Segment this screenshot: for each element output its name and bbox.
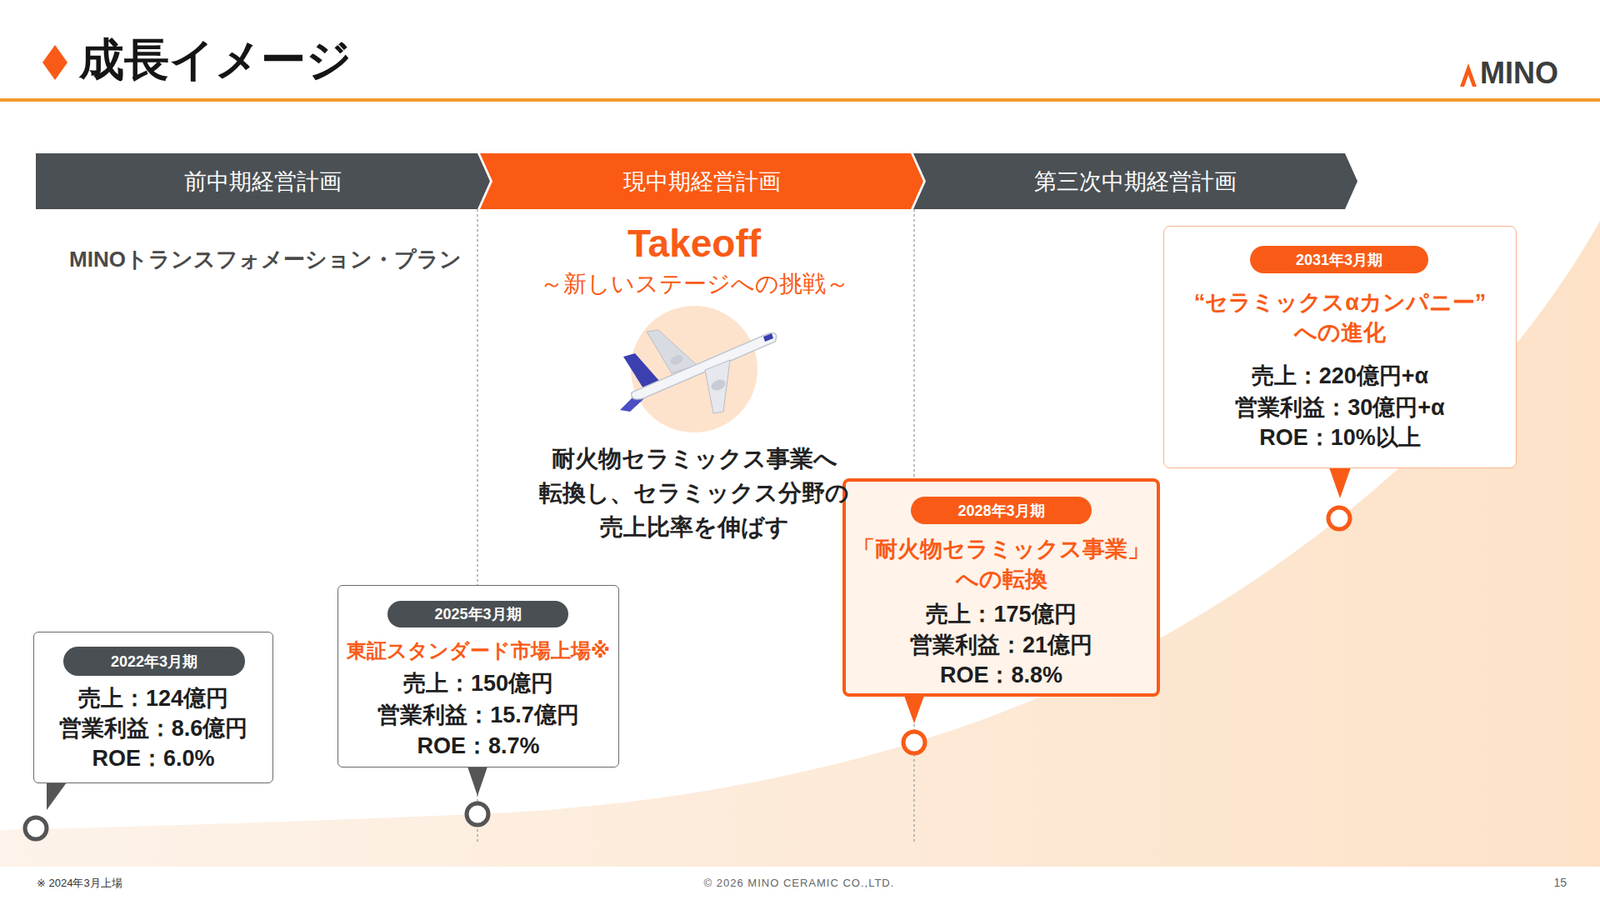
period-label: 2028年3月期 [910,496,1092,525]
footnote: ※ 2024年3月上場 [36,875,287,891]
phase-name: 第三次中期経営計画 [913,153,1358,210]
phase-band: 現中期経営計画 [480,153,924,210]
airplane-illustration [620,330,777,414]
page-number: 15 [1525,875,1567,890]
plan-description: 耐火物セラミックス事業へ 転換し、セラミックス分野の 売上比率を伸ばす [515,441,874,545]
milestone-marker [1328,507,1350,530]
period-pill: 2022年3月期 [63,646,245,676]
chevron-fill [913,153,1358,210]
copyright: © 2026 MINO CERAMIC CO.,LTD. [590,875,1008,891]
phase-name: 現中期経営計画 [480,153,924,210]
callout-pointer [46,782,67,810]
period-pill: 2025年3月期 [387,600,569,628]
milestone-box: 売上：124億円営業利益：8.6億円ROE：6.0% 2022年3月期 [33,631,274,784]
milestone-heading: “セラミックスαカンパニー” への進化 [1164,287,1516,348]
milestone-box: 東証スタンダード市場上場※ 売上：150億円営業利益：15.7億円ROE：8.7%… [337,585,620,768]
metric-line: 営業利益：30億円+α [1164,392,1516,423]
plan-name: MINOトランスフォメーション・プラン [69,243,470,275]
plan-subtitle: ～新しいステージへの挑戦～ [465,268,924,300]
slide-title: 成長イメージ [79,33,352,85]
logo-mark [1460,63,1477,87]
milestone-heading: 「耐火物セラミックス事業」 への転換 [845,534,1157,595]
metric-line: ROE：6.0% [34,743,273,774]
milestone-heading: 東証スタンダード市場上場※ [338,637,619,665]
metric-line: 営業利益：15.7億円 [338,700,619,730]
chevron-fill [480,153,924,210]
metric-line: 売上：150億円 [338,668,619,699]
metric-line: ROE：10%以上 [1164,422,1516,453]
phase-name: 前中期経営計画 [35,153,490,210]
header-rule [0,98,1600,102]
metric-line: 売上：220億円+α [1164,360,1516,391]
milestone-box-highlight: 「耐火物セラミックス事業」 への転換売上：175億円営業利益：21億円ROE：8… [842,478,1160,697]
metric-line: ROE：8.7% [338,730,619,761]
metric-line: 売上：124億円 [34,683,273,714]
period-pill: 2028年3月期 [910,496,1092,525]
callout-pointer [467,766,488,796]
company-logo: MINO [1480,55,1589,92]
period-label: 2031年3月期 [1250,245,1429,274]
period-label: 2022年3月期 [63,646,245,676]
callout-pointer [1329,467,1351,499]
milestone-marker [903,731,925,754]
chevron-fill [35,153,490,210]
milestone-marker [466,803,489,825]
plan-title: Takeoff [527,220,861,267]
callout-pointer [904,695,925,724]
period-pill: 2031年3月期 [1250,245,1429,274]
milestone-box-goal: “セラミックスαカンパニー” への進化売上：220億円+α営業利益：30億円+α… [1163,225,1517,469]
metric-line: 営業利益：8.6億円 [34,713,273,744]
phase-band: 前中期経営計画 [35,153,490,210]
milestone-marker [25,817,47,840]
metric-line: 営業利益：21億円 [845,630,1157,660]
period-label: 2025年3月期 [387,600,569,628]
title-diamond [42,45,68,80]
metric-line: 売上：175億円 [845,599,1157,630]
phase-band: 第三次中期経営計画 [913,153,1358,210]
metric-line: ROE：8.8% [845,660,1157,690]
growth-curve-area [0,220,1600,867]
